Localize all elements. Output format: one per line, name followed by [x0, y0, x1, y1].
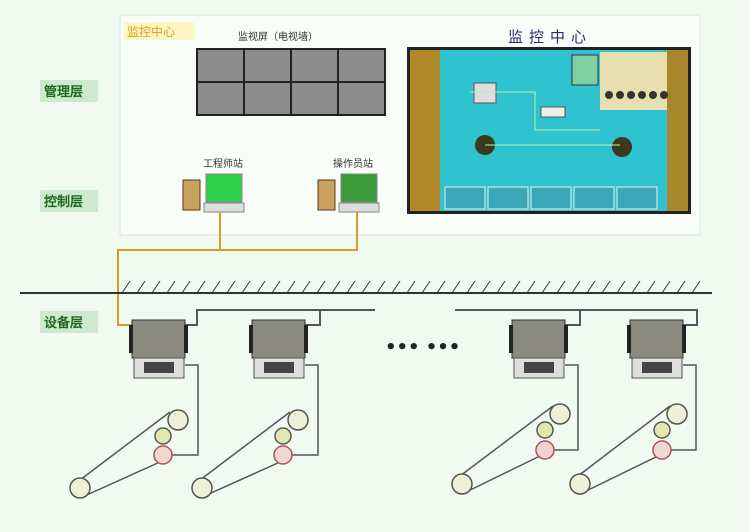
belt-conveyor-3 [451, 364, 579, 495]
belt-conveyor-2 [191, 364, 319, 499]
corner-label-bg [124, 22, 194, 40]
management-layer-bg [40, 80, 98, 102]
device-layer-label: 设备层 [44, 315, 83, 331]
belt-conveyor-4 [569, 364, 697, 495]
device-bus-line [185, 309, 698, 326]
tv-wall [196, 48, 386, 116]
management-layer-label: 管理层 [44, 84, 83, 100]
control-layer-bg [40, 190, 98, 212]
device-layer-bg [40, 311, 98, 333]
engineer-workstation-icon [182, 173, 245, 213]
ellipsis: ••• ••• [385, 337, 460, 358]
controller-unit-1 [129, 319, 188, 379]
controller-unit-2 [249, 319, 308, 379]
control-bus-line [117, 212, 358, 326]
controller-unit-4 [627, 319, 686, 379]
ground-line [20, 280, 712, 294]
belt-conveyor-1 [69, 364, 199, 499]
operator-workstation-icon [317, 173, 380, 213]
engineer-station-label: 工程师站 [203, 157, 243, 170]
controller-unit-3 [509, 319, 568, 379]
scada-monitor-screen [407, 47, 691, 214]
control-layer-label: 控制层 [44, 194, 83, 210]
corner-label: 监控中心 [127, 24, 175, 39]
tv-wall-label: 监视屏（电视墙） [238, 30, 318, 43]
monitor-title: 监控中心 [508, 28, 592, 46]
operator-station-label: 操作员站 [333, 157, 373, 170]
